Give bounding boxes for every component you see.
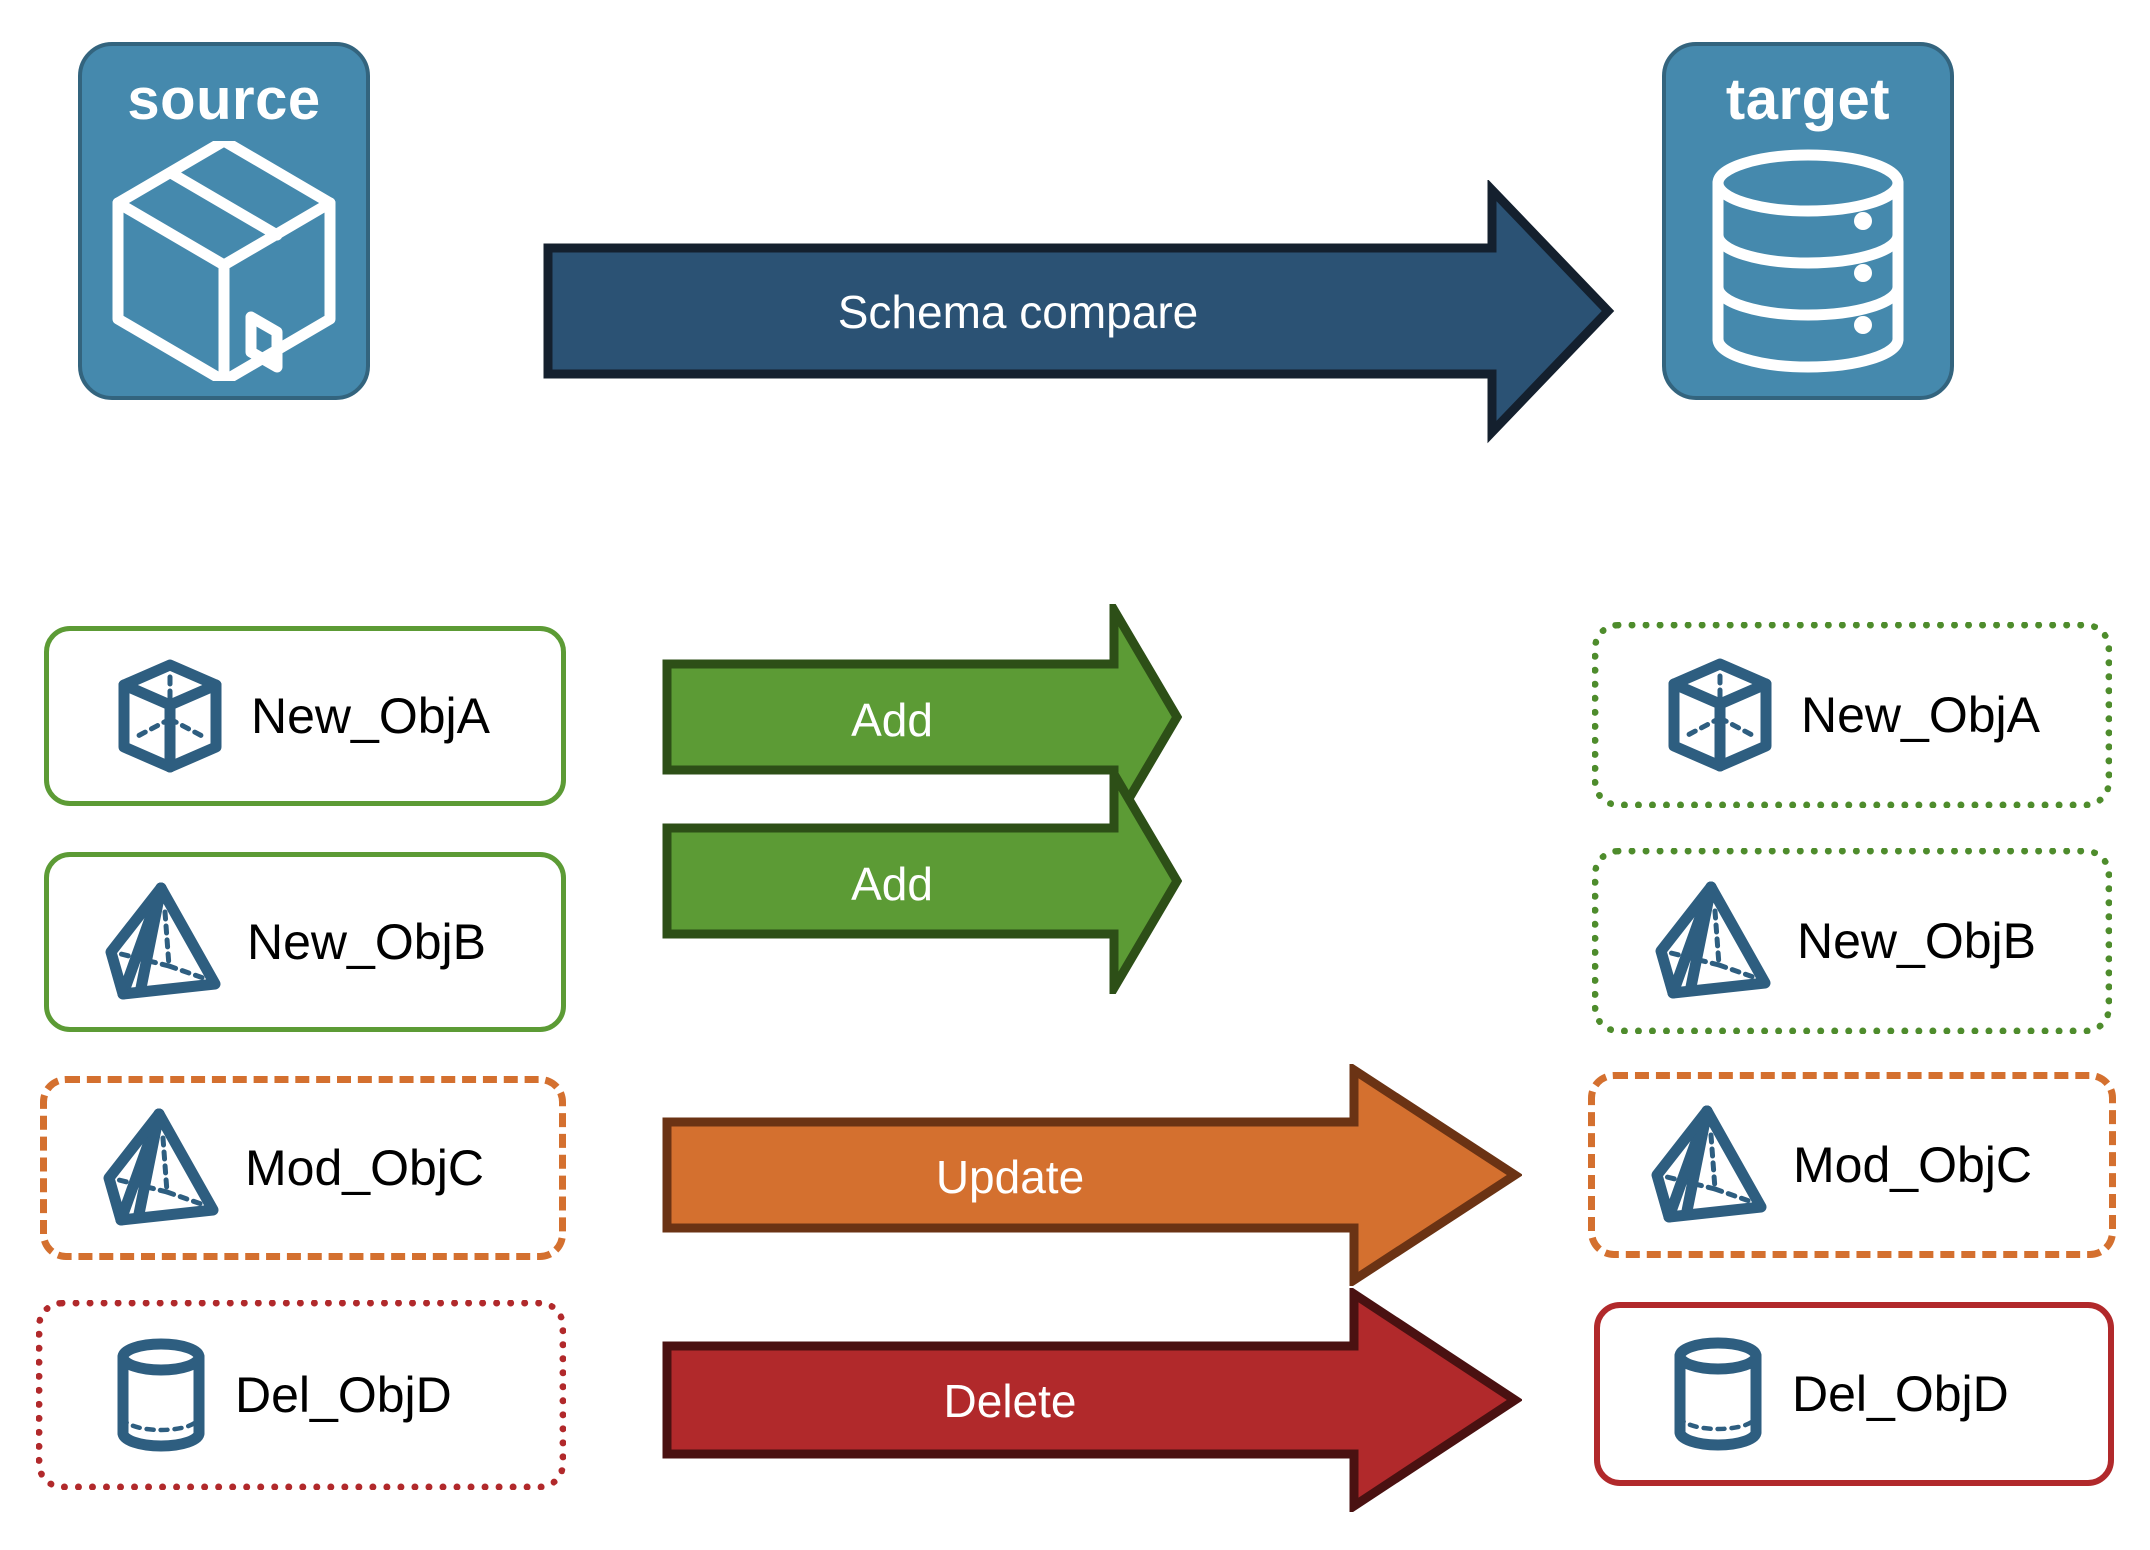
source-object-label: Mod_ObjC [245,1140,484,1196]
delete-arrow-label: Delete [943,1375,1077,1427]
source-object-chip[interactable]: Del_ObjD [36,1300,566,1490]
target-object-label: Mod_ObjC [1793,1137,2032,1193]
cube-3d-icon [111,657,229,775]
update-arrow[interactable] [662,1061,1524,1289]
source-object-label: Del_ObjD [235,1367,452,1423]
pyramid-3d-icon [99,1106,225,1230]
target-panel[interactable]: target [1662,42,1954,400]
target-object-label: Del_ObjD [1792,1366,2009,1422]
pyramid-3d-icon [1651,879,1777,1003]
schema-compare-arrow[interactable] [540,178,1620,450]
pyramid-3d-icon [1647,1103,1773,1227]
cube-3d-icon [1661,656,1779,774]
update-arrow-label: Update [935,1151,1085,1203]
target-object-chip[interactable]: Mod_ObjC [1588,1072,2116,1258]
pyramid-3d-icon [101,880,227,1004]
schema-compare-label: Schema compare [837,286,1199,338]
source-object-chip[interactable]: New_ObjB [44,852,566,1032]
package-box-icon [99,135,349,387]
source-object-chip[interactable]: New_ObjA [44,626,566,806]
source-object-chip[interactable]: Mod_ObjC [40,1076,566,1260]
target-object-chip[interactable]: New_ObjA [1592,622,2112,808]
add-arrow[interactable] [662,593,1183,841]
target-object-chip[interactable]: New_ObjB [1592,848,2112,1034]
database-cylinder-icon [1693,141,1923,386]
source-panel-title: source [127,67,321,132]
source-object-label: New_ObjA [251,688,490,744]
target-object-chip[interactable]: Del_ObjD [1594,1302,2114,1486]
add-arrow[interactable] [662,757,1183,1005]
source-panel[interactable]: source [78,42,370,400]
target-object-label: New_ObjB [1797,913,2036,969]
source-object-label: New_ObjB [247,914,486,970]
cylinder-3d-icon [1666,1334,1770,1454]
add-arrow-label: Add [851,694,933,746]
target-panel-title: target [1725,67,1891,132]
cylinder-3d-icon [109,1335,213,1455]
delete-arrow[interactable] [662,1285,1524,1515]
add-arrow-label: Add [851,858,933,910]
target-object-label: New_ObjA [1801,687,2040,743]
